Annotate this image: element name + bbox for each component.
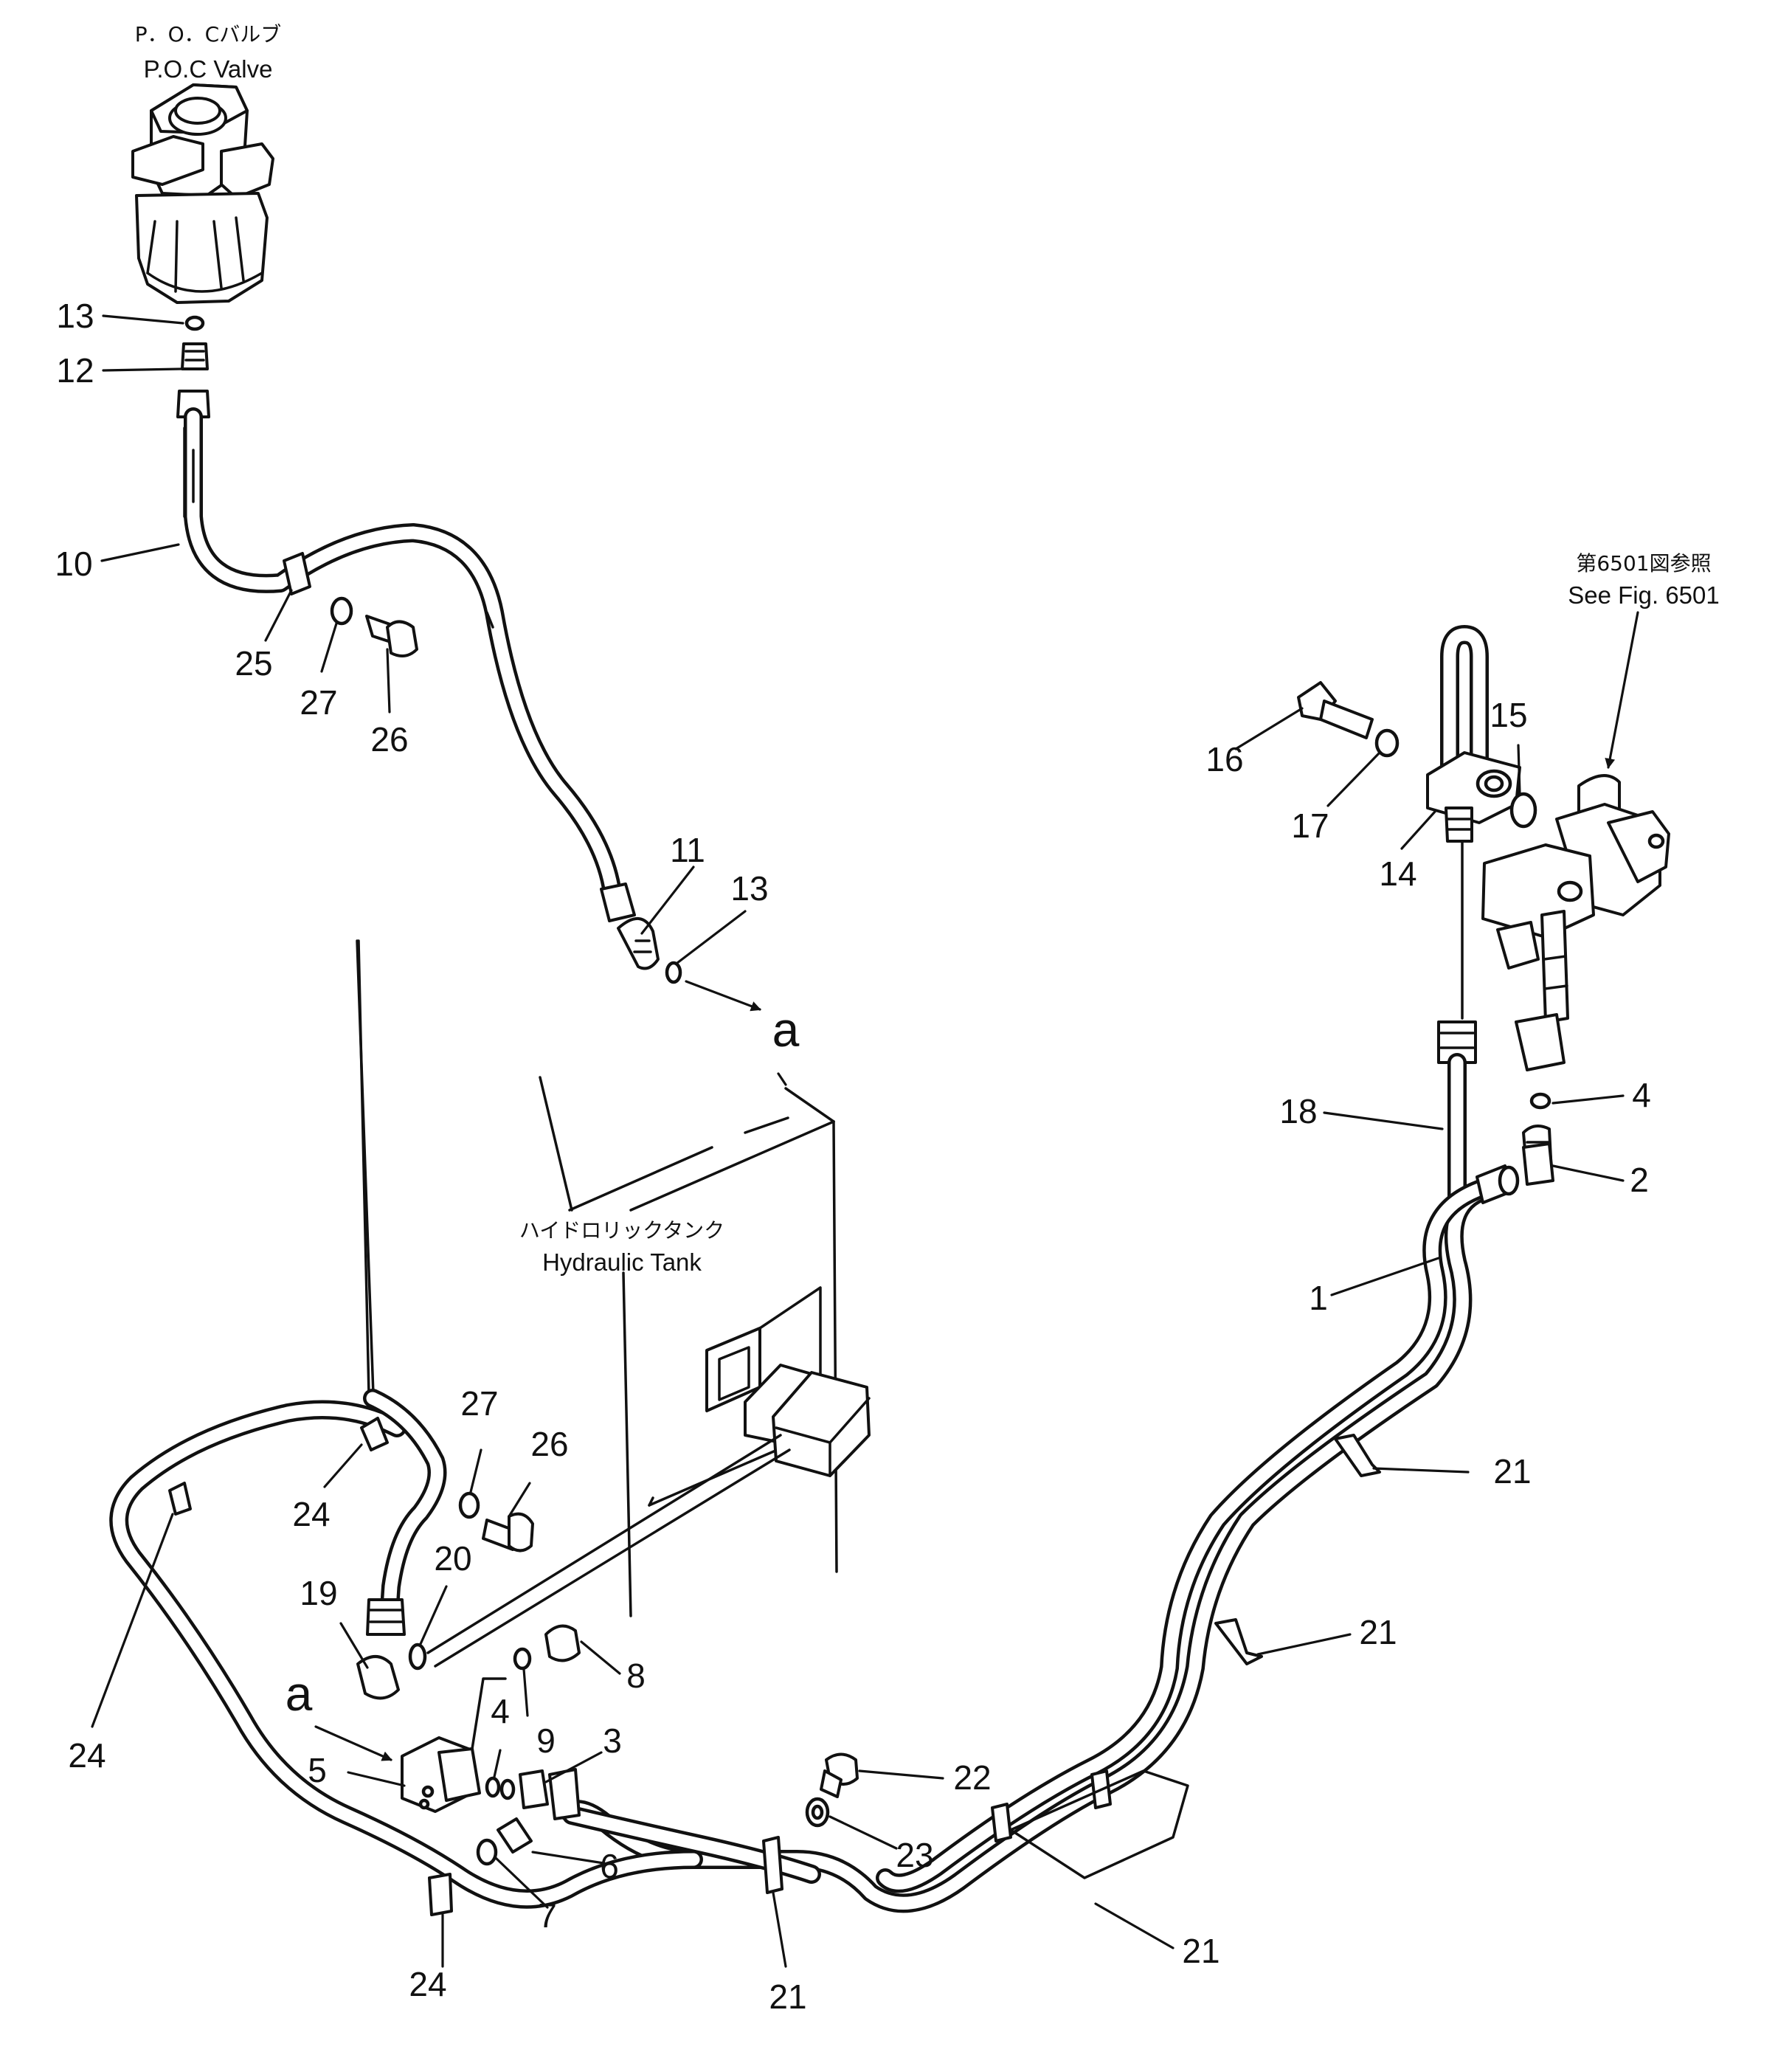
part-number: 25	[235, 644, 272, 683]
return-pipe-loop	[109, 1389, 703, 1909]
callouts: P．O．Cバルブ P.O.C Valve ハイドロリックタンク Hydrauli…	[135, 22, 1720, 1721]
part-number: 24	[68, 1736, 105, 1775]
part-number: 8	[626, 1657, 646, 1695]
see-fig-label-jp: 第6501図参照	[1576, 551, 1711, 576]
part-number: 13	[56, 297, 94, 335]
pipe-14	[1426, 625, 1521, 843]
part-number: 27	[460, 1384, 498, 1423]
bolt-16-washer-17	[1297, 681, 1400, 758]
part-number: 21	[1359, 1613, 1397, 1651]
hose-18	[1437, 1020, 1477, 1205]
steering-valve	[1481, 774, 1670, 1164]
part-number: 4	[1632, 1076, 1651, 1114]
part-number: 21	[769, 1978, 806, 2016]
poc-fittings	[176, 315, 210, 418]
poc-valve-label-en: P.O.C Valve	[144, 55, 273, 83]
part-number: 5	[308, 1751, 327, 1789]
clamps	[168, 1417, 1381, 1894]
part-number: 7	[538, 1896, 557, 1935]
part-number: 24	[409, 1965, 446, 2003]
arrows	[314, 611, 1639, 1761]
block-5-fittings	[401, 1624, 581, 1916]
part-number: 14	[1379, 854, 1416, 893]
poc-valve-label-jp: P．O．Cバルブ	[135, 22, 281, 46]
part-number: 20	[434, 1539, 471, 1578]
part-number: 2	[1630, 1161, 1649, 1199]
part-number: 9	[536, 1721, 556, 1760]
part-number: 10	[55, 545, 92, 583]
poc-valve	[131, 83, 274, 304]
part-number: 19	[300, 1574, 337, 1612]
pipe-1	[558, 1142, 1554, 1913]
tank-label-en: Hydraulic Tank	[542, 1248, 702, 1276]
part-number: 16	[1205, 740, 1243, 778]
bolt-26-washer-27-upper	[330, 596, 418, 657]
see-fig-label-en: See Fig. 6501	[1568, 581, 1719, 609]
hose-10	[183, 407, 682, 984]
part-number: 6	[600, 1847, 619, 1885]
part-numbers: 13 12 10 25 27 26 11 13 16 17 14 15 18 4…	[55, 297, 1650, 2016]
part-number: 3	[603, 1721, 622, 1760]
part-number: 24	[292, 1495, 330, 1533]
ref-a-lower: a	[286, 1666, 313, 1721]
part-number: 21	[1493, 1452, 1531, 1491]
part-number: 26	[370, 720, 408, 759]
bolt-22-washer-23	[805, 1752, 859, 1828]
ref-a-upper: a	[772, 1002, 800, 1057]
part-number: 27	[300, 683, 337, 722]
part-number: 13	[730, 869, 768, 908]
part-number: 11	[670, 831, 705, 869]
part-number: 4	[491, 1692, 510, 1730]
hydraulic-tank	[356, 939, 871, 1668]
part-number: 26	[530, 1425, 568, 1463]
part-number: 21	[1182, 1932, 1220, 1970]
part-number: 23	[896, 1836, 933, 1874]
o-ring-15	[1509, 792, 1537, 829]
part-number: 12	[56, 351, 94, 390]
leader-lines	[91, 314, 1625, 1968]
bolt-26-washer-27-lower	[458, 1491, 534, 1552]
part-number: 18	[1279, 1092, 1317, 1130]
part-number: 1	[1309, 1279, 1328, 1317]
part-number: 22	[953, 1758, 991, 1797]
part-number: 17	[1291, 806, 1329, 845]
leader-line	[357, 939, 370, 1396]
tank-label-jp: ハイドロリックタンク	[519, 1218, 724, 1243]
part-number: 15	[1490, 696, 1527, 734]
